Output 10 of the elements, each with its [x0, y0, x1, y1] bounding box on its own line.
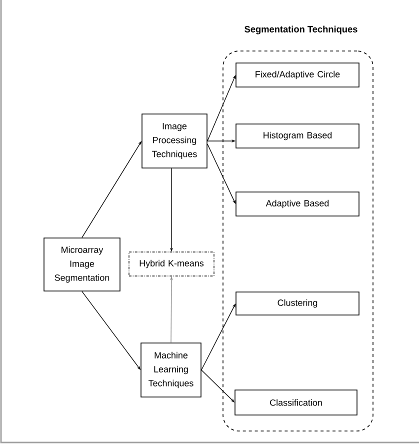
dashed-box: Hybrid K-means	[128, 252, 214, 276]
process-box: Fixed/Adaptive Circle	[236, 62, 360, 88]
process-box: Histogram Based	[236, 124, 360, 148]
process-box: Machine Learning Techniques	[140, 342, 202, 398]
process-box: Image Processing Techniques	[142, 114, 208, 168]
process-box: Classification	[234, 390, 358, 416]
group-heading: Segmentation Techniques	[244, 26, 358, 34]
process-box: Adaptive Based	[236, 192, 360, 216]
process-box: Microarray Image Segmentation	[44, 238, 120, 292]
process-box: Clustering	[236, 292, 360, 316]
